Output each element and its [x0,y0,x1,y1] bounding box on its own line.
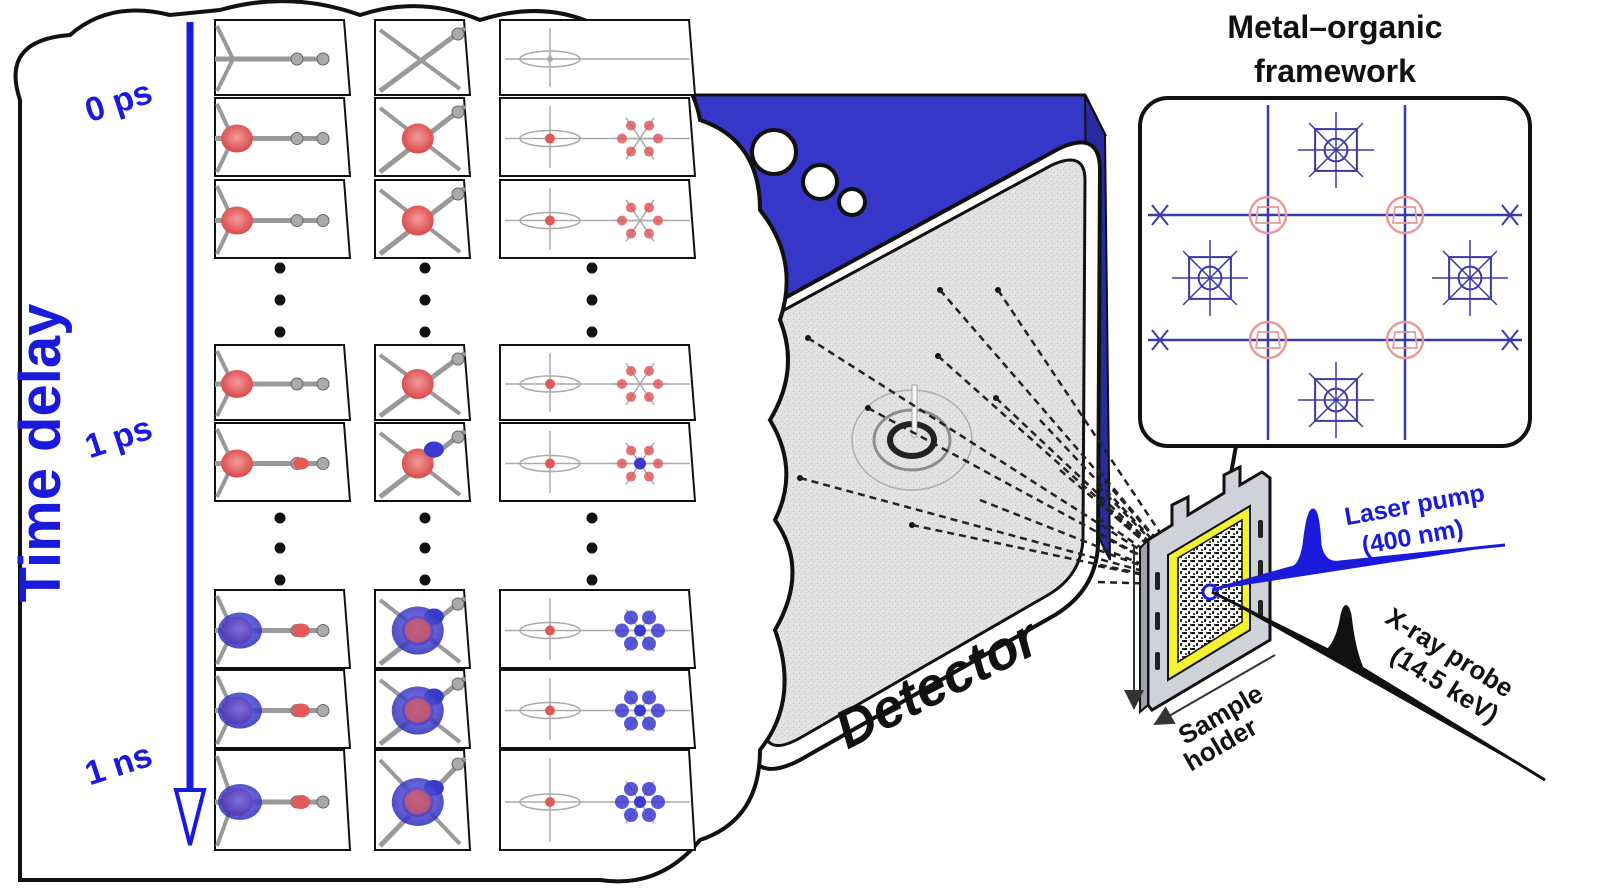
porphyrin-linker [1298,112,1374,188]
diffracted-beam [995,397,1196,586]
ellipsis-dot [274,262,286,274]
ellipsis-dot [586,574,598,586]
metal-cluster [1385,320,1425,360]
snapshot-panel [499,422,697,502]
ellipsis-dot [274,512,286,524]
ellipsis-dot [274,574,286,586]
ellipsis-dot [419,574,431,586]
snapshot-panel [214,97,352,177]
ellipsis-dot [586,542,598,554]
snapshot-panel [499,589,697,669]
ellipsis-dot [419,326,431,338]
horizontal-motion-arrow [1153,654,1276,725]
ellipsis-dot [419,262,431,274]
ellipsis-dot [274,294,286,306]
snapshot-panel [374,19,472,96]
diffracted-beam [1039,419,1196,586]
metal-cluster [1248,195,1288,235]
porphyrin-linker [1172,240,1248,316]
snapshot-panel [499,749,697,851]
mof-title-line1: Metal–organic [1227,9,1442,45]
snapshot-panel [374,179,472,259]
ellipsis-dot [419,294,431,306]
snapshot-panel [214,19,352,96]
snapshot-panels [214,19,697,851]
snapshot-panel [214,422,352,502]
ellipsis-dot [274,326,286,338]
cloud-bubble-small [837,187,867,217]
snapshot-panel [214,344,352,421]
laser-pulse [1211,508,1506,592]
snapshot-panel [374,589,472,669]
diffracted-beam [799,476,1196,587]
mof-inset-frame [1138,96,1532,448]
snapshot-panel [499,179,697,259]
snapshot-panel [214,179,352,259]
ellipsis-dot [586,294,598,306]
mof-structure [1148,105,1522,440]
sample-holder: Sample holder [1124,464,1276,777]
diffracted-beam [867,406,1196,587]
snapshot-panel [499,19,697,96]
time-axis: Time delay 0 ps 1 ps 1 ns [8,22,207,846]
snapshot-panel [374,749,472,851]
metal-cluster [1385,195,1425,235]
diffracted-beam [937,355,1196,586]
snapshot-panel [374,422,472,502]
snapshot-panel [374,669,472,749]
axis-label: Time delay [8,304,73,603]
snapshot-panel [499,344,697,421]
snapshot-panel [499,97,697,177]
ellipsis-dot [586,262,598,274]
snapshot-panel [214,589,352,669]
beam-stop [911,384,918,438]
ellipsis-dot [419,512,431,524]
diffracted-beam [807,336,1196,587]
ellipsis-dot [419,542,431,554]
cloud-bubble-medium [801,163,839,201]
porphyrin-linker [1432,240,1508,316]
time-arrow-head [173,788,207,846]
mof-title-line2: framework [1254,53,1416,89]
holder-slots [1155,520,1263,670]
cloud-bubble-large [750,128,798,176]
ellipsis-dot [274,542,286,554]
xray-pulse [1211,590,1546,782]
ellipsis-dot [586,512,598,524]
holder-edge [1139,537,1149,715]
snapshot-panel [374,344,472,421]
snapshot-panel [374,97,472,177]
snapshot-panel [499,669,697,749]
metal-cluster [1248,320,1288,360]
snapshot-panel [214,669,352,749]
porphyrin-linker [1298,362,1374,438]
ellipsis-dot [586,326,598,338]
mof-inset: Metal–organic framework [1138,9,1532,591]
snapshot-panel [214,749,352,851]
